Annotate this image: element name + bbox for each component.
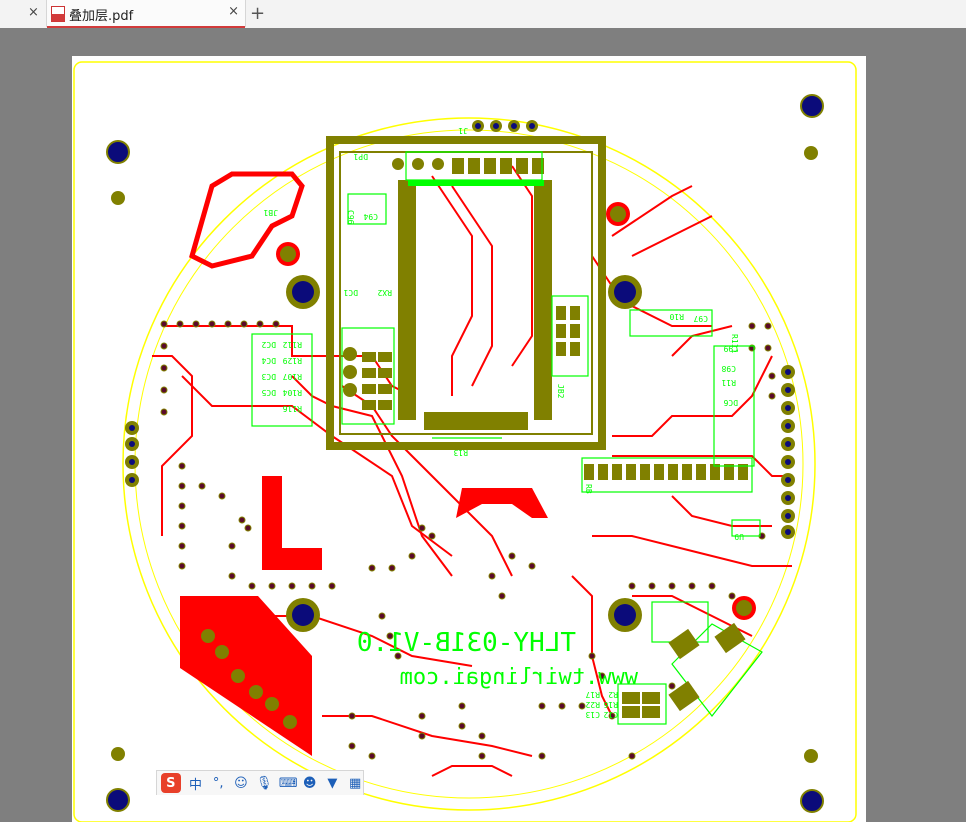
- refdes-label: R107: [283, 372, 302, 381]
- pdf-file-icon: [51, 6, 65, 22]
- tab-active-indicator: [47, 26, 245, 28]
- keyboard-icon[interactable]: ⌨: [278, 775, 298, 791]
- refdes-label: DC4: [261, 356, 276, 365]
- board-website-label: www.twirlingai.com: [400, 665, 638, 690]
- refdes-label: DC3: [261, 372, 276, 381]
- pdf-page[interactable]: JB1 DP1 DC1 RX2 C94 C96 C97 C98 C99 R10 …: [72, 56, 866, 822]
- refdes-label: U9: [734, 532, 744, 541]
- board-outline: [73, 61, 857, 822]
- user-icon[interactable]: ☻: [302, 775, 317, 791]
- pad-rows: [362, 158, 748, 718]
- refdes-label: C98: [721, 364, 736, 373]
- microphone-icon[interactable]: 🎙: [255, 775, 273, 791]
- refdes-label: JB1: [263, 208, 278, 217]
- apps-icon[interactable]: ▦: [348, 775, 362, 791]
- refdes-label: R2: [608, 690, 618, 699]
- vias: [160, 320, 776, 760]
- refdes-label: DP1: [353, 152, 368, 161]
- refdes-label: R16: [603, 700, 618, 709]
- refdes-label: DC6: [723, 398, 738, 407]
- refdes-label: DC1: [343, 288, 358, 297]
- board-name-label: TLHY-031B-V1.0: [357, 628, 576, 658]
- refdes-label: R11: [721, 378, 736, 387]
- refdes-label: RX2: [377, 288, 392, 297]
- chinese-mode-toggle[interactable]: 中: [189, 777, 203, 793]
- refdes-label: R112: [283, 340, 302, 349]
- tab-close-icon[interactable]: ×: [228, 4, 239, 19]
- refdes-label: R22: [585, 700, 600, 709]
- ime-toolbar: S 中 °, ☺ 🎙 ⌨ ☻ ▼ ▦: [156, 770, 364, 795]
- refdes-label: C96: [346, 210, 355, 225]
- refdes-label: DC2: [261, 340, 276, 349]
- refdes-label: RB: [584, 484, 593, 494]
- refdes-label: R17: [585, 690, 600, 699]
- shirt-icon[interactable]: ▼: [327, 775, 338, 791]
- tab-active-document[interactable]: 叠加层.pdf ×: [46, 0, 246, 28]
- tab-bar: × 叠加层.pdf × +: [0, 0, 966, 29]
- refdes-label: J1: [458, 126, 468, 135]
- refdes-label: R111: [730, 334, 739, 353]
- refdes-labels: JB1 DP1 DC1 RX2 C94 C96 C97 C98 C99 R10 …: [261, 126, 744, 719]
- inner-mounting-pads: [276, 202, 756, 632]
- refdes-label: C12: [603, 710, 618, 719]
- punctuation-toggle[interactable]: °,: [212, 775, 224, 791]
- board-silk-text: TLHY-031B-V1.0 www.twirlingai.com: [357, 628, 638, 690]
- new-tab-button[interactable]: +: [250, 3, 266, 24]
- refdes-label: R129: [283, 356, 302, 365]
- refdes-label: R116: [283, 404, 302, 413]
- refdes-label: R13: [453, 448, 468, 457]
- tab-title: 叠加层.pdf: [69, 9, 134, 24]
- emoji-icon[interactable]: ☺: [234, 775, 248, 791]
- refdes-label: JB2: [556, 384, 565, 399]
- connector-pads: [125, 120, 795, 729]
- refdes-label: C99: [723, 344, 738, 353]
- refdes-label: C97: [693, 314, 708, 323]
- refdes-label: C13: [585, 710, 600, 719]
- refdes-label: R104: [283, 388, 302, 397]
- refdes-label: C94: [363, 212, 378, 221]
- refdes-label: DC5: [261, 388, 276, 397]
- pdf-viewer-area[interactable]: JB1 DP1 DC1 RX2 C94 C96 C97 C98 C99 R10 …: [0, 28, 966, 822]
- sogou-logo-icon[interactable]: S: [161, 773, 181, 793]
- pcb-drawing: JB1 DP1 DC1 RX2 C94 C96 C97 C98 C99 R10 …: [73, 61, 857, 822]
- refdes-label: R10: [669, 312, 684, 321]
- module-frame: [326, 136, 606, 450]
- close-icon[interactable]: ×: [28, 5, 39, 20]
